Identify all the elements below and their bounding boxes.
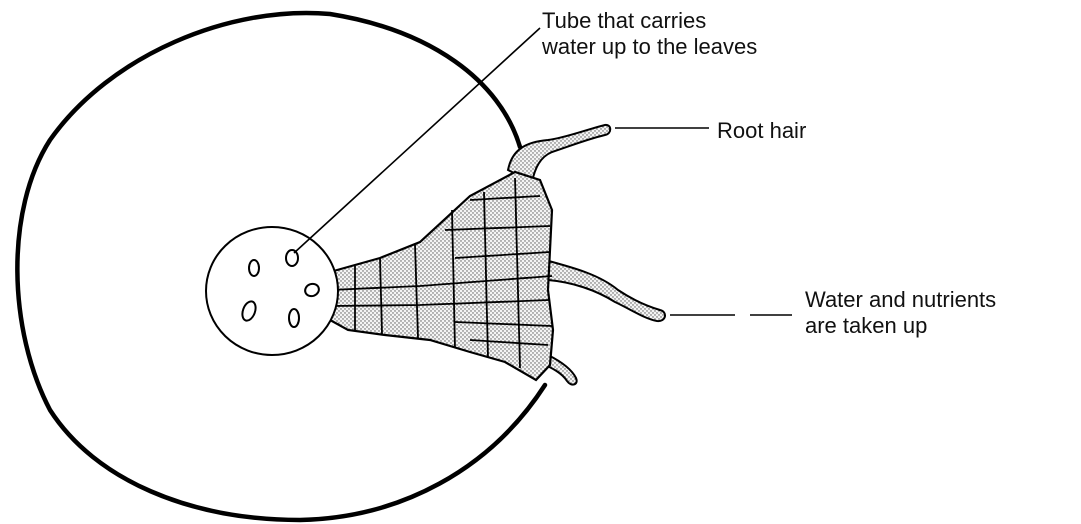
root-hair-lower — [545, 260, 665, 321]
root-hair-label-text: Root hair — [717, 118, 806, 144]
water-label-line2: are taken up — [805, 313, 996, 339]
water-nutrients-label: Water and nutrients are taken up — [805, 287, 996, 339]
tube-label-line1: Tube that carries — [542, 8, 757, 34]
tube-label-line2: water up to the leaves — [542, 34, 757, 60]
root-hair-label: Root hair — [717, 118, 806, 144]
water-label-line1: Water and nutrients — [805, 287, 996, 313]
root-hair-upper — [508, 125, 610, 182]
tube-label: Tube that carries water up to the leaves — [542, 8, 757, 60]
